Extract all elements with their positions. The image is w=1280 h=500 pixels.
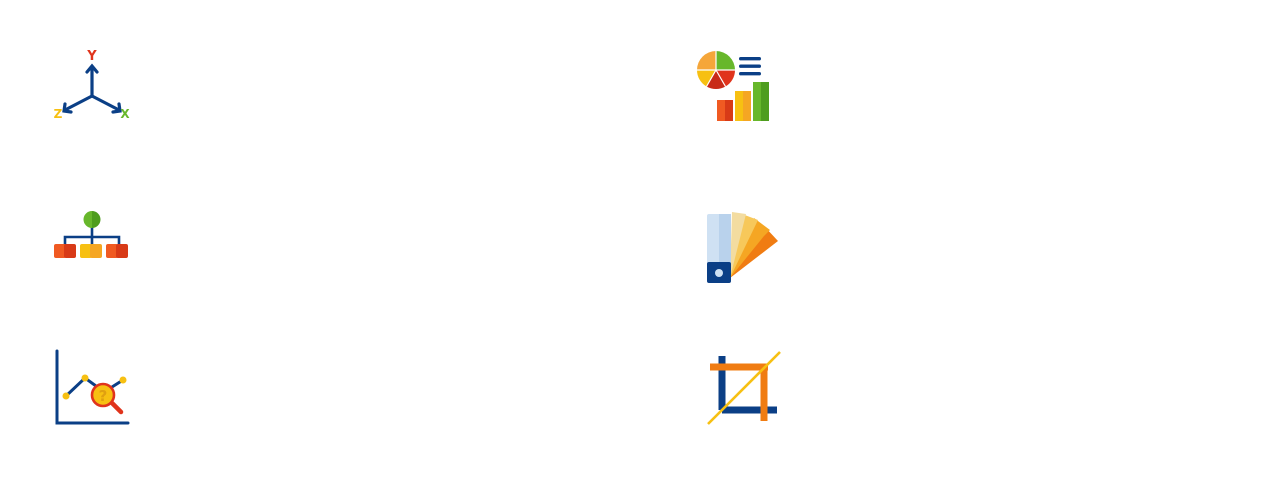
crop-icon (702, 346, 782, 426)
crop-graphic (707, 351, 781, 425)
z-axis-label: Z (54, 107, 63, 121)
xyz-axes-graphic: Y Z X (54, 49, 131, 121)
data-analysis-graphic: ? (55, 349, 130, 425)
question-mark: ? (99, 387, 108, 405)
hierarchy-icon (52, 206, 132, 286)
color-swatch-graphic (707, 212, 778, 283)
data-analysis-icon: ? (52, 346, 132, 426)
hierarchy-graphic (54, 211, 128, 258)
pie-bar-chart-icon (692, 46, 772, 126)
xyz-axes-icon: Y Z X (52, 46, 132, 126)
y-axis-label: Y (86, 49, 97, 64)
x-axis-label: X (120, 107, 130, 121)
color-swatch-icon (702, 206, 782, 286)
pie-bar-chart-graphic (696, 51, 769, 121)
